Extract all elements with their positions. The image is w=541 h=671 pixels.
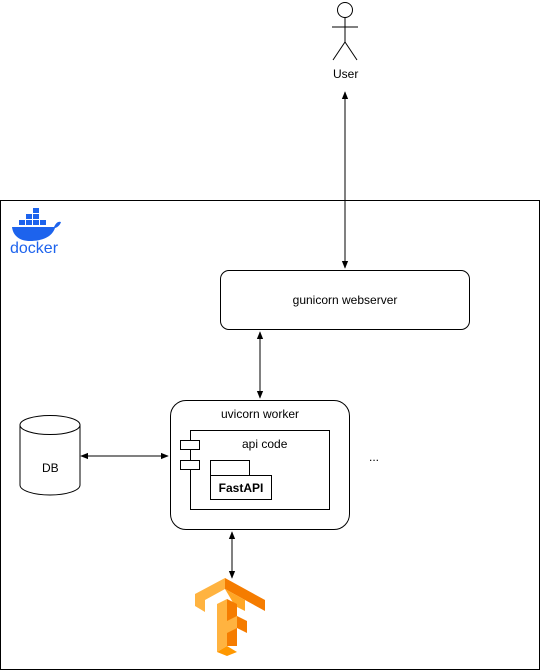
component-port-bottom bbox=[180, 460, 200, 470]
gunicorn-label: gunicorn webserver bbox=[292, 293, 398, 307]
fastapi-package-tab bbox=[210, 460, 250, 475]
docker-logo-text: docker bbox=[10, 240, 59, 257]
fastapi-label: FastAPI bbox=[218, 480, 264, 495]
docker-container bbox=[0, 200, 540, 670]
db-label: DB bbox=[42, 461, 59, 475]
user-actor-icon bbox=[332, 2, 358, 61]
docker-whale-icon bbox=[12, 208, 61, 241]
docker-logo: docker bbox=[10, 208, 61, 257]
uvicorn-label: uvicorn worker bbox=[221, 407, 300, 421]
user-label: User bbox=[333, 67, 359, 81]
gunicorn-webserver-box: gunicorn webserver bbox=[220, 270, 470, 330]
fastapi-package: FastAPI bbox=[210, 475, 272, 500]
database-cylinder-icon bbox=[19, 415, 81, 496]
component-port-top bbox=[180, 440, 200, 450]
ellipsis-label: ... bbox=[369, 450, 380, 464]
tensorflow-icon bbox=[195, 578, 265, 656]
api-code-label: api code bbox=[242, 437, 288, 451]
